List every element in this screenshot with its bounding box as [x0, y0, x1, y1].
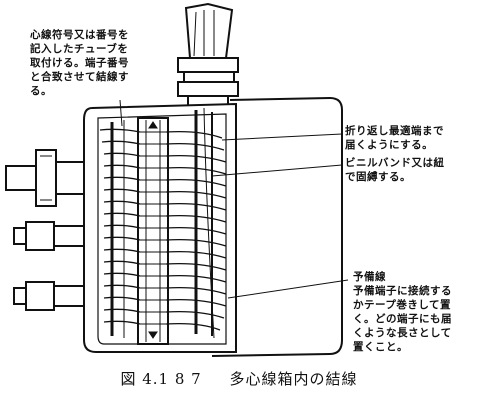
figure-title: 多心線箱内の結線 — [229, 370, 358, 388]
multicore-cable — [177, 2, 239, 107]
box-cover — [211, 96, 343, 357]
terminal-block — [137, 117, 169, 345]
left-wiring — [99, 120, 141, 338]
left-conduit-fittings — [5, 149, 85, 311]
annotation-fold-back: 折り返し最適端まで 届くようにする。 — [345, 125, 444, 151]
figure-caption: 図 4.1 8 7 多心線箱内の結線 — [0, 368, 500, 389]
leader-lines — [119, 99, 349, 299]
annotation-spare-wire: 予備線 予備端子に接続する かテープ巻きして置 く。どの端子にも届 くような長さ… — [353, 271, 452, 353]
annotation-vinyl-band: ビニルバンド又は紐 で固縛する。 — [345, 157, 445, 183]
annotation-tube-labeling: 心線符号又は番号を 記入したチューブを 取付ける。端子番号 と合致させて結線す … — [30, 29, 129, 97]
core-bundle — [165, 107, 227, 339]
figure-number: 図 4.1 8 7 — [120, 370, 202, 388]
